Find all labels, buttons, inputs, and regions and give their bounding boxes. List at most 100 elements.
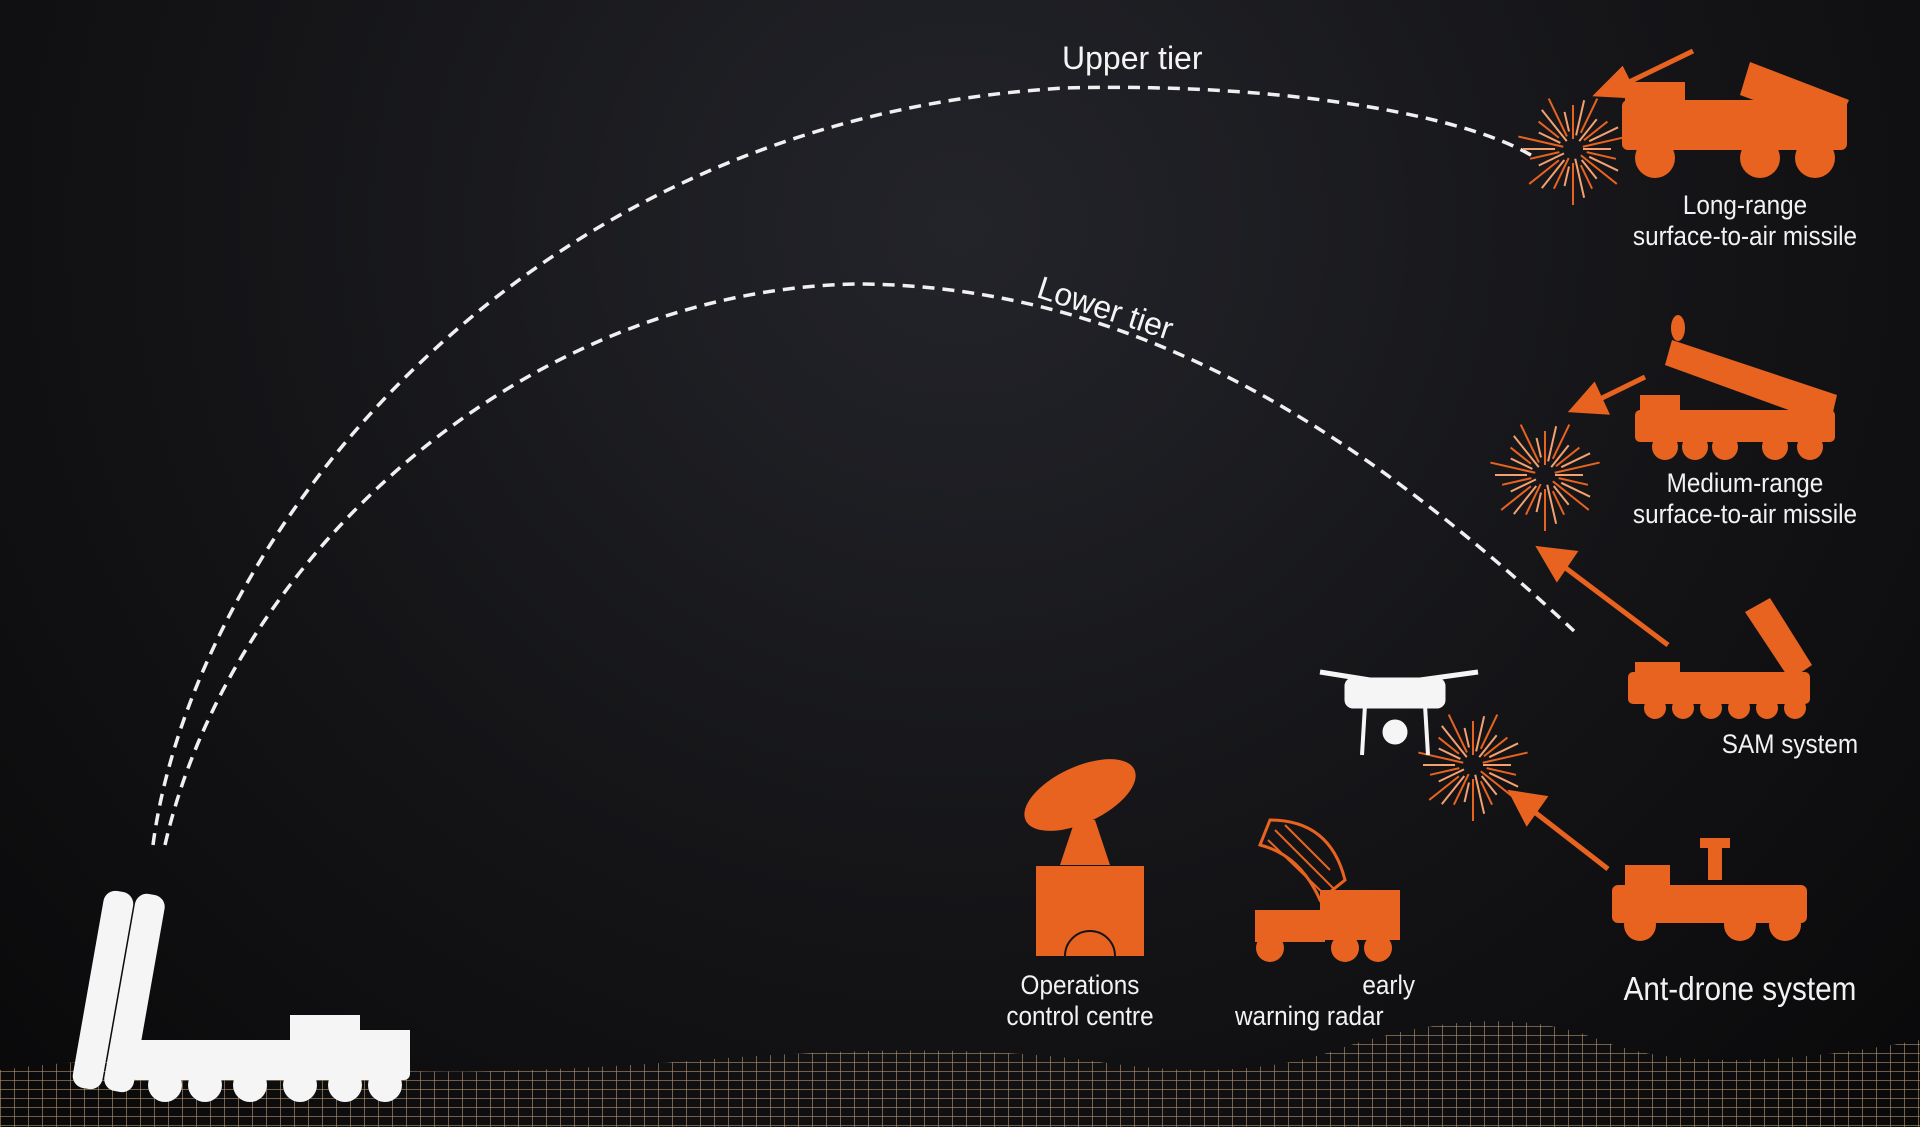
burst-ray bbox=[1563, 166, 1570, 187]
medium-range-sam-label: Medium-range surface-to-air missile bbox=[1610, 468, 1880, 530]
burst-ray bbox=[1488, 771, 1519, 788]
burst-ray bbox=[1463, 727, 1470, 748]
burst-ray bbox=[1441, 775, 1466, 805]
burst-ray bbox=[1525, 483, 1542, 516]
burst-ray bbox=[1453, 773, 1470, 806]
early-warning-radar-label: early warning radar bbox=[1235, 970, 1415, 1032]
operations-control-centre-label: Operations control centre bbox=[990, 970, 1170, 1032]
burst-ray bbox=[1441, 725, 1468, 758]
burst-ray bbox=[1560, 452, 1591, 469]
burst-ray bbox=[1546, 484, 1558, 524]
burst-ray bbox=[1579, 164, 1593, 190]
burst-ray bbox=[1519, 424, 1540, 463]
long-range-sam-vehicle-icon bbox=[1622, 62, 1849, 178]
burst-ray bbox=[1483, 736, 1509, 758]
burst-ray bbox=[1513, 435, 1540, 468]
terrain bbox=[0, 1021, 1920, 1127]
label-line: Operations bbox=[1020, 970, 1140, 1000]
burst-ray bbox=[1578, 118, 1598, 142]
burst-ray bbox=[1535, 437, 1542, 458]
burst-ray bbox=[1529, 151, 1560, 160]
medium-range-sam-vehicle-icon bbox=[1635, 315, 1837, 460]
burst-ray bbox=[1580, 159, 1598, 180]
burst-ray bbox=[1474, 774, 1486, 814]
sam-system-vehicle-icon bbox=[1628, 598, 1812, 719]
label-line: early bbox=[1362, 970, 1415, 1000]
burst-ray bbox=[1428, 775, 1460, 801]
early-warning-radar-icon bbox=[1255, 818, 1400, 962]
label-line: Medium-range bbox=[1666, 468, 1824, 498]
burst-ray bbox=[1418, 751, 1464, 764]
burst-icon bbox=[1490, 424, 1600, 531]
burst-ray bbox=[1479, 714, 1499, 750]
burst-ray bbox=[1547, 426, 1558, 462]
interception-arrows bbox=[1507, 48, 1695, 871]
burst-ray bbox=[1588, 155, 1619, 172]
sam-system-label: SAM system bbox=[1721, 729, 1859, 759]
anti-drone-system-label: Ant-drone system bbox=[1623, 970, 1857, 1007]
burst-ray bbox=[1480, 775, 1498, 796]
burst-ray bbox=[1447, 714, 1468, 753]
upper-tier-trajectory bbox=[151, 85, 1538, 846]
burst-icon bbox=[1518, 98, 1628, 205]
burst-icon bbox=[1418, 714, 1528, 821]
burst-ray bbox=[1475, 716, 1486, 752]
explosion-bursts bbox=[1418, 98, 1628, 821]
burst-ray bbox=[1538, 131, 1561, 144]
burst-ray bbox=[1510, 457, 1533, 470]
burst-ray bbox=[1488, 742, 1519, 759]
label-line: control centre bbox=[1006, 1001, 1154, 1031]
burst-ray bbox=[1541, 109, 1568, 142]
burst-ray bbox=[1558, 477, 1589, 486]
burst-ray bbox=[1537, 120, 1560, 139]
burst-ray bbox=[1429, 767, 1460, 776]
burst-ray bbox=[1463, 782, 1470, 803]
burst-ray bbox=[1583, 120, 1609, 142]
burst-ray bbox=[1513, 485, 1538, 515]
burst-ray bbox=[1580, 154, 1618, 185]
burst-ray bbox=[1541, 159, 1566, 189]
burst-ray bbox=[1554, 461, 1600, 474]
burst-ray bbox=[1550, 444, 1570, 468]
burst-ray bbox=[1438, 768, 1465, 783]
burst-ray bbox=[1538, 152, 1565, 167]
burst-ray bbox=[1582, 135, 1628, 148]
burst-ray bbox=[1480, 770, 1518, 801]
burst-ray bbox=[1588, 126, 1619, 143]
label-line: surface-to-air missile bbox=[1632, 221, 1858, 251]
burst-ray bbox=[1500, 485, 1532, 511]
burst-ray bbox=[1510, 478, 1537, 493]
burst-ray bbox=[1479, 780, 1493, 806]
missile-launcher-icon bbox=[72, 890, 410, 1102]
burst-ray bbox=[1535, 492, 1542, 513]
long-range-sam-label: Long-range surface-to-air missile bbox=[1610, 190, 1880, 252]
burst-ray bbox=[1501, 477, 1532, 486]
burst-ray bbox=[1563, 111, 1570, 132]
burst-ray bbox=[1551, 424, 1571, 460]
burst-ray bbox=[1553, 157, 1570, 190]
upper-tier-label: Upper tier bbox=[1062, 40, 1203, 76]
burst-ray bbox=[1555, 446, 1581, 468]
burst-ray bbox=[1486, 767, 1517, 776]
burst-ray bbox=[1509, 446, 1532, 465]
burst-ray bbox=[1560, 481, 1591, 498]
burst-ray bbox=[1586, 151, 1617, 160]
burst-ray bbox=[1547, 98, 1568, 137]
anti-drone-vehicle-icon bbox=[1612, 838, 1807, 941]
burst-ray bbox=[1575, 100, 1586, 136]
burst-ray bbox=[1579, 98, 1599, 134]
drone-icon bbox=[1319, 669, 1479, 756]
lower-tier-trajectory bbox=[163, 282, 1576, 846]
burst-ray bbox=[1478, 734, 1498, 758]
operations-control-centre-icon bbox=[1024, 759, 1144, 957]
burst-ray bbox=[1518, 135, 1564, 148]
burst-ray bbox=[1552, 480, 1590, 511]
label-line: Long-range bbox=[1682, 190, 1808, 220]
label-line: surface-to-air missile bbox=[1632, 499, 1858, 529]
burst-ray bbox=[1574, 158, 1586, 198]
burst-ray bbox=[1482, 751, 1528, 764]
label-line: warning radar bbox=[1235, 1001, 1384, 1031]
burst-ray bbox=[1438, 747, 1461, 760]
